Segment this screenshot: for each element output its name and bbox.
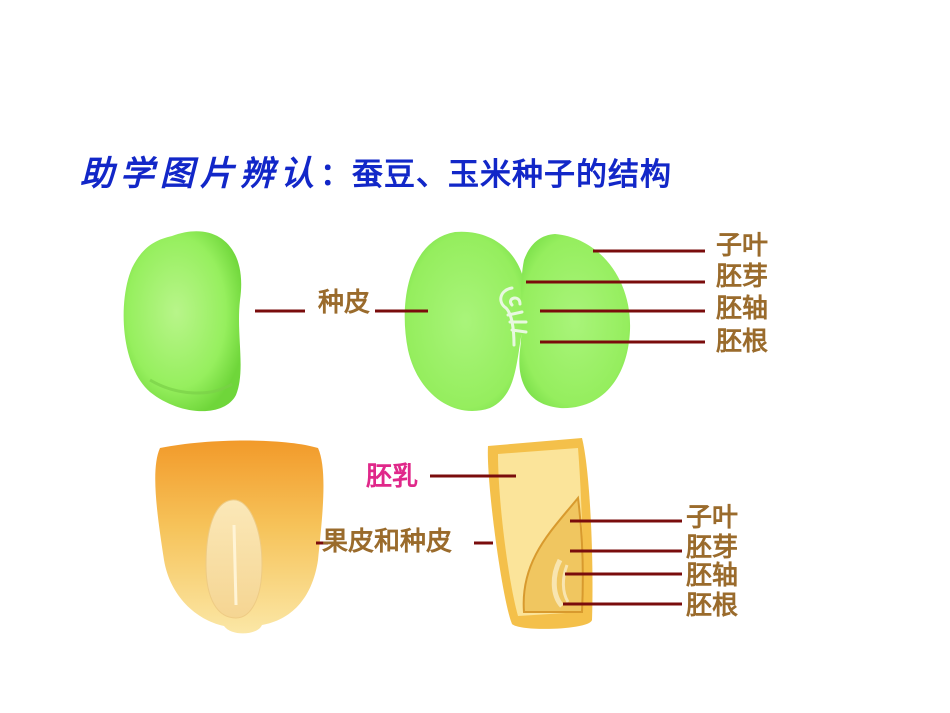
page-title: 助学图片辨认：蚕豆、玉米种子的结构 [80,146,672,195]
bean-leader-lines [255,249,705,344]
bean-opened-seed [404,231,631,411]
label-bean-hypocotyl: 胚轴 [716,294,769,324]
label-corn-plumule: 胚芽 [686,533,739,563]
label-endosperm: 胚乳 [366,462,419,492]
label-bean-plumule: 胚芽 [716,262,769,292]
corn-whole-kernel [155,440,324,634]
label-pericarp-seed-coat: 果皮和种皮 [322,527,453,557]
label-bean-cotyledon: 子叶 [716,231,769,261]
label-corn-hypocotyl: 胚轴 [686,561,739,591]
label-seed-coat: 种皮 [318,288,371,318]
label-corn-radicle: 胚根 [686,591,739,621]
bean-whole-seed [123,231,242,412]
corn-leader-lines [316,474,682,606]
title-lead: 助学图片辨认 [80,154,320,194]
title-colon: ： [320,157,352,193]
label-corn-cotyledon: 子叶 [686,503,739,533]
label-bean-radicle: 胚根 [716,327,769,357]
corn-section [487,438,593,629]
title-rest: 蚕豆、玉米种子的结构 [352,157,672,193]
bean-embryo [499,286,528,347]
